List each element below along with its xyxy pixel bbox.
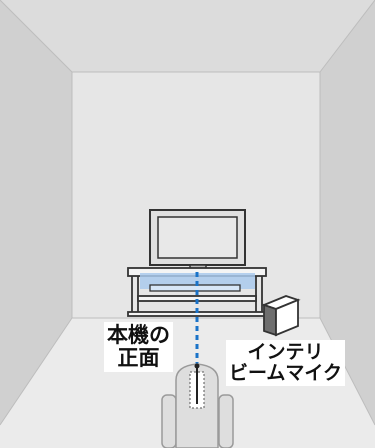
intellibeam-mic-label: インテリ ビームマイク xyxy=(226,340,346,386)
front-of-unit-label: 本機の 正面 xyxy=(104,322,173,373)
front-label-line-1: 本機の xyxy=(107,323,170,347)
mic-label-line-1: インテリ xyxy=(247,341,324,363)
mic-label-line-2: ビームマイク xyxy=(229,361,343,384)
left-wall xyxy=(0,0,72,425)
right-wall xyxy=(320,0,375,425)
microphone-icon xyxy=(189,363,205,409)
front-label-line-2: 正面 xyxy=(117,346,160,371)
ceiling xyxy=(0,0,375,72)
tv-icon xyxy=(149,209,246,271)
subwoofer-icon xyxy=(261,295,301,337)
